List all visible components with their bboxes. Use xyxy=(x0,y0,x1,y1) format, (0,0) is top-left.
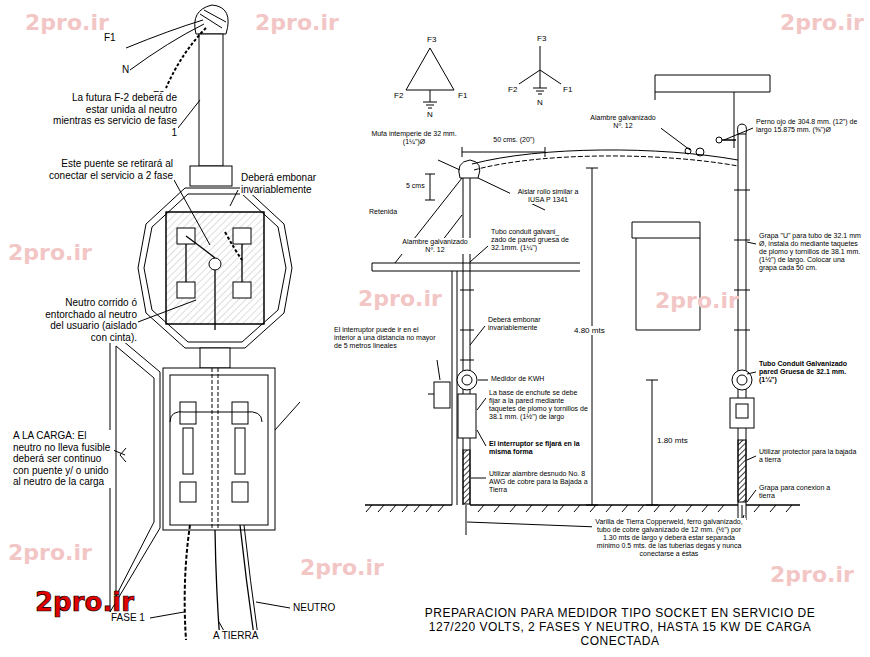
callout-note: Medidor de KWH xyxy=(490,375,545,383)
callout-note: Utilizar alambre desnudo No. 8 AWG de co… xyxy=(488,470,590,494)
callout-note: F1 xyxy=(457,91,468,100)
watermark: 2pro.ir xyxy=(8,240,92,265)
callout-note: Varilla de Tierra Copperweld, ferro galv… xyxy=(592,518,746,558)
callout-note: 50 cms. (20") xyxy=(480,136,548,144)
callout-note: Tubo Conduit Galvanizado pared Gruesa de… xyxy=(758,360,862,384)
watermark: 2pro.ir xyxy=(770,562,854,587)
watermark: 2pro.ir xyxy=(8,540,92,565)
callout-note: F3 xyxy=(536,34,547,43)
callout-note: Grapa para conexion a tierra xyxy=(758,484,844,500)
callout-note: N xyxy=(536,98,544,107)
callout-note: F3 xyxy=(426,35,437,44)
callout-note: La base de enchufe se debe fijar a la pa… xyxy=(488,389,590,421)
callout-note: 5 cms xyxy=(405,182,426,190)
callout-note: Deberá embonar invariablemente xyxy=(487,316,563,332)
callout-note: Este puente se retirará al conectar el s… xyxy=(38,158,174,181)
watermark: 2pro.ir xyxy=(255,10,339,35)
watermark: 2pro.ir xyxy=(300,555,384,580)
callout-note: Grapa "U" para tubo de 32.1 mm Ø, instal… xyxy=(758,232,862,272)
callout-note: N xyxy=(426,110,434,119)
watermark: 2pro.ir xyxy=(358,286,442,311)
callout-note: F1 xyxy=(562,85,573,94)
callout-note: 1.80 mts xyxy=(656,436,689,445)
watermark: 2pro.ir xyxy=(655,288,739,313)
phase-symbols xyxy=(406,46,561,108)
callout-note: Alambre galvanizado Nº. 12 xyxy=(585,114,661,130)
watermark: 2pro.ir xyxy=(780,10,864,35)
callout-note: Aislar rollo similar a IUSA P 1341 xyxy=(510,188,586,204)
callout-note: El interruptor se fijará en la misma for… xyxy=(488,440,590,456)
callout-note: La futura F-2 deberá de estar unida al n… xyxy=(46,92,178,138)
watermark: 2pro.ir xyxy=(25,10,109,35)
drawing-title: PREPARACION PARA MEDIDOR TIPO SOCKET EN … xyxy=(410,607,830,648)
callout-note: Alambre galvanizado Nº. 12 xyxy=(398,238,472,254)
callout-note: F2 xyxy=(507,85,518,94)
callout-note: 4.80 mts xyxy=(573,326,606,335)
callout-note: NEUTRO xyxy=(292,602,336,614)
callout-note: Perno ojo de 304.8 mm. (12") de largo 15… xyxy=(755,118,862,134)
callout-note: Neutro corrido ó entorchado al neutro de… xyxy=(34,297,138,343)
callout-note: Retenida xyxy=(368,208,398,216)
callout-note: N xyxy=(121,64,130,76)
callout-note: Mufa intemperie de 32 mm. (1¼")Ø xyxy=(368,130,460,146)
callout-note: A LA CARGA: El neutro no lleva fusible d… xyxy=(12,430,114,488)
callout-note: F2 xyxy=(393,91,404,100)
callout-note: Utilizar protector para la bajada a tier… xyxy=(758,448,858,464)
callout-note: Deberá embonar invariablemente xyxy=(240,172,352,195)
logo-text: 2pro.ir xyxy=(35,588,134,618)
callout-note: Tubo conduit galvani_ zado de pared grue… xyxy=(490,228,570,252)
callout-note: El interruptor puede ir en el interior a… xyxy=(333,326,437,350)
callout-note: A TIERRA xyxy=(212,630,259,642)
